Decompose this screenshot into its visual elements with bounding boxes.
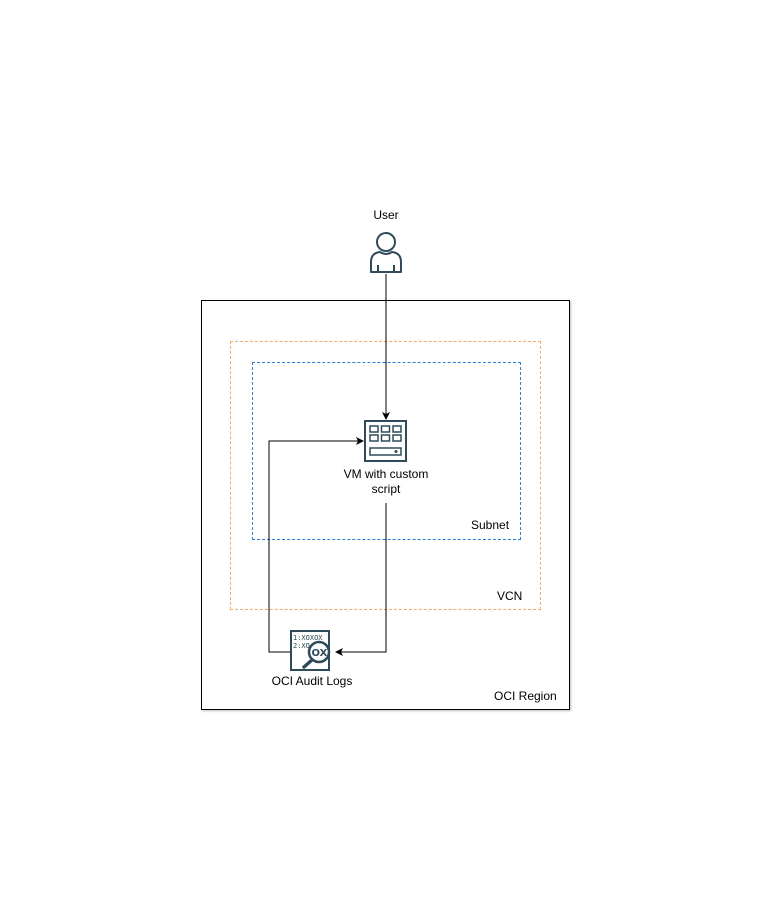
vm-label-line2: script xyxy=(371,482,401,496)
vm-label-line1: VM with custom xyxy=(343,467,429,481)
user-label: User xyxy=(373,208,399,222)
audit-logs-label: OCI Audit Logs xyxy=(271,674,353,688)
svg-text:1:XOXOX: 1:XOXOX xyxy=(293,634,323,642)
vm-grid-icon xyxy=(364,420,407,462)
user-icon xyxy=(370,232,402,273)
edge-vm-to-audit-logs xyxy=(335,503,387,656)
edge-audit-logs-to-vm xyxy=(268,437,364,653)
vcn-label: VCN xyxy=(497,589,523,603)
subnet-label: Subnet xyxy=(471,518,510,532)
svg-text:2:XO: 2:XO xyxy=(293,642,310,650)
svg-text:OX: OX xyxy=(312,648,328,659)
audit-log-icon: 1:XOXOX 2:XO OX xyxy=(290,630,331,671)
region-label: OCI Region xyxy=(494,689,557,703)
